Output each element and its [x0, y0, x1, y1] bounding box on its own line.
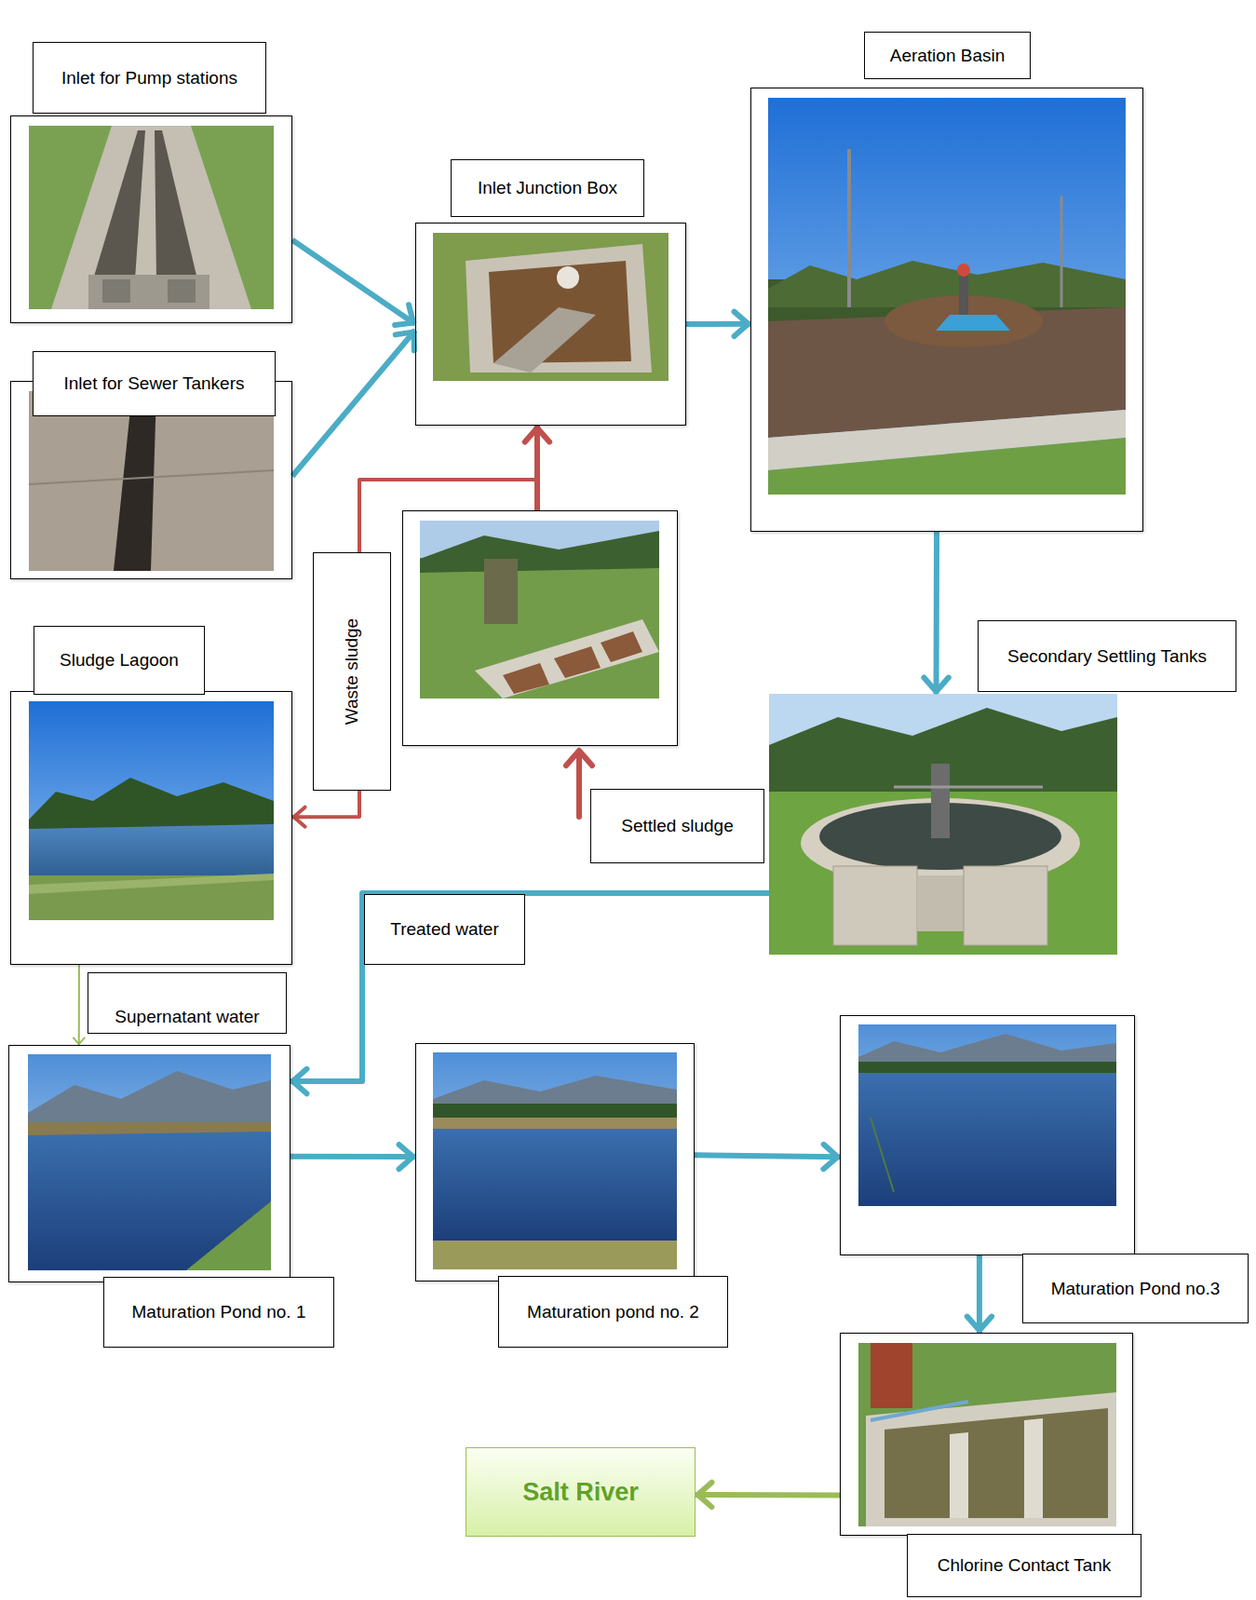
arrow-head [292, 1068, 307, 1094]
arrow-head [923, 677, 948, 692]
inlet-photo: Inlet for Pump stations [10, 115, 293, 324]
flow-arrow [73, 964, 85, 1045]
arrow-head [823, 1144, 838, 1169]
pump-box-photo: Settled sludge [402, 510, 678, 746]
arrow-head [734, 311, 749, 337]
flow-line [290, 1153, 416, 1160]
stage-label: Chlorine Contact Tank [906, 1533, 1142, 1597]
flow-arrow [292, 479, 538, 827]
arrow-head [394, 304, 414, 325]
stage-label: Maturation pond no. 2 [498, 1275, 729, 1348]
stage-label: Inlet Junction Box [450, 159, 645, 217]
stage-label: Sludge Lagoon [33, 625, 205, 695]
lagoon-photo: Sludge Lagoon [10, 690, 293, 965]
stage-label: Maturation Pond no. 1 [103, 1276, 335, 1348]
tank-photo: Chlorine Contact Tank [839, 1332, 1134, 1536]
flow-line [695, 1491, 840, 1499]
flow-line [290, 892, 770, 1081]
stage-label: Inlet for Sewer Tankers [32, 351, 276, 417]
basin-photo: Aeration Basin [750, 87, 1144, 532]
flow-arrow [695, 1482, 840, 1507]
flow-arrow [967, 1255, 992, 1333]
pond-photo: Maturation Pond no.3 [839, 1014, 1135, 1256]
flow-line [292, 240, 416, 325]
stage-label: Settled sludge [590, 788, 765, 864]
stage-label: Aeration Basin [864, 31, 1031, 80]
flow-line [78, 964, 81, 1045]
junction-photo: Inlet Junction Box [415, 222, 687, 426]
stage-label: Secondary Settling Tanks [977, 620, 1237, 692]
flow-arrow [694, 1144, 840, 1169]
flow-line [686, 321, 751, 327]
flow-line [933, 531, 941, 694]
tank-photo: Secondary Settling Tanks [769, 693, 1118, 955]
arrow-head [525, 427, 550, 442]
arrow-head [399, 1144, 414, 1169]
flow-line [694, 1154, 840, 1157]
edge-label: Treated water [364, 893, 526, 965]
edge-label: Supernatant water [87, 972, 287, 1034]
flow-line [292, 479, 538, 817]
flow-arrow [292, 330, 416, 477]
flow-line [976, 1255, 983, 1333]
pond-photo: Maturation pond no. 2 [415, 1042, 695, 1282]
arrow-head [395, 331, 415, 351]
flow-arrow [686, 311, 751, 337]
flow-arrow [290, 1144, 416, 1169]
stage-label: Inlet for Pump stations [32, 41, 267, 114]
flow-arrow [923, 531, 948, 694]
outfall-box: Salt River [465, 1446, 696, 1537]
river-label: Salt River [465, 1446, 696, 1537]
flow-line [292, 330, 416, 477]
inlet-photo: Inlet for Sewer Tankers [10, 380, 293, 580]
arrow-head [697, 1482, 712, 1507]
arrow-head [294, 807, 306, 827]
arrow-head [73, 1037, 85, 1044]
arrow-head [967, 1316, 992, 1331]
edge-label: Waste sludge [312, 552, 392, 791]
pond-photo: Maturation Pond no. 1 [8, 1044, 291, 1283]
flow-arrow [290, 892, 770, 1094]
flow-arrow [292, 240, 416, 325]
stage-label: Maturation Pond no.3 [1022, 1253, 1249, 1324]
